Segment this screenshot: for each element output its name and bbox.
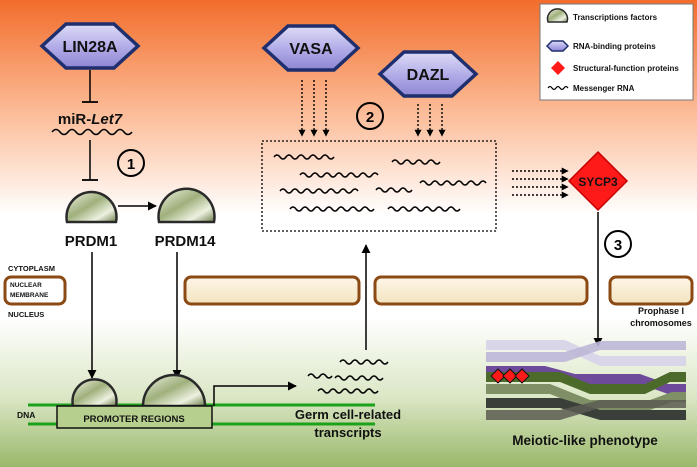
prophase-chromosomes <box>486 340 686 420</box>
prdm1-label: PRDM1 <box>65 233 118 250</box>
sycp3-on-chromosome <box>490 368 530 384</box>
svg-text:PROMOTER REGIONS: PROMOTER REGIONS <box>83 414 184 425</box>
mrna-box <box>261 140 497 232</box>
nucleus-label: NUCLEUS <box>8 310 44 319</box>
sycp3-node: SYCP3 <box>567 150 629 212</box>
nuclear-membrane-segment <box>373 275 589 306</box>
membrane-label-line1: NUCLEAR <box>10 282 42 289</box>
transcription-start-arrow <box>213 381 297 406</box>
legend-label: Messenger RNA <box>573 84 635 93</box>
legend-mrna-icon <box>547 85 569 91</box>
meiotic-phenotype-label: Meiotic-like phenotype <box>512 433 658 448</box>
germ-transcript-waves <box>307 359 389 394</box>
dna-label: DNA <box>17 410 35 420</box>
legend-rna-binding-icon <box>545 40 570 52</box>
prophase-label-line2: chromosomes <box>630 318 692 328</box>
step-2-marker: 2 <box>356 102 384 130</box>
legend: Transcriptions factors RNA-binding prote… <box>539 3 694 101</box>
mir-let7-label: miR-Let7 <box>58 111 123 128</box>
legend-structural-icon <box>551 61 565 75</box>
svg-text:2: 2 <box>366 109 374 126</box>
prophase-label-line1: Prophase I <box>638 306 684 316</box>
promoter-regions: PROMOTER REGIONS <box>56 405 213 429</box>
dazl-dotted-arrows <box>414 104 446 137</box>
dazl-label: DAZL <box>407 67 450 84</box>
legend-label: RNA-binding proteins <box>573 42 656 51</box>
prdm14-node: PRDM14 <box>155 187 217 250</box>
germ-transcripts-line2: transcripts <box>314 425 381 440</box>
prdm1-node: PRDM1 <box>65 190 118 250</box>
membrane-label-line2: MEMBRANE <box>10 292 49 299</box>
legend-transcription-factor-icon <box>546 8 569 23</box>
cytoplasm-label: CYTOPLASM <box>8 264 55 273</box>
legend-label: Structural-function proteins <box>573 64 679 73</box>
svg-text:1: 1 <box>127 156 135 173</box>
vasa-label: VASA <box>289 41 333 58</box>
step-3-marker: 3 <box>604 230 632 258</box>
mrna-waves <box>273 154 487 212</box>
legend-label: Transcriptions factors <box>573 13 658 22</box>
nuclear-membrane-segment <box>183 275 361 306</box>
sycp3-label: SYCP3 <box>578 175 618 189</box>
vasa-dotted-arrows <box>298 80 330 137</box>
prdm1-bound-to-dna <box>71 378 118 408</box>
mir-let7-wave <box>51 128 133 136</box>
step-1-marker: 1 <box>117 149 145 177</box>
vasa-node: VASA <box>261 24 361 72</box>
dazl-node: DAZL <box>377 50 479 98</box>
germ-transcripts-line1: Germ cell-related <box>295 407 401 422</box>
lin28a-label: LIN28A <box>62 39 118 56</box>
prdm14-label: PRDM14 <box>155 233 217 250</box>
lin28a-node: LIN28A <box>39 22 141 70</box>
nuclear-membrane-segment <box>608 275 694 306</box>
mrna-to-sycp3-arrows <box>512 167 569 199</box>
prdm14-bound-to-dna <box>141 373 207 408</box>
nuclear-membrane-segment <box>3 275 67 306</box>
svg-text:3: 3 <box>614 237 622 254</box>
